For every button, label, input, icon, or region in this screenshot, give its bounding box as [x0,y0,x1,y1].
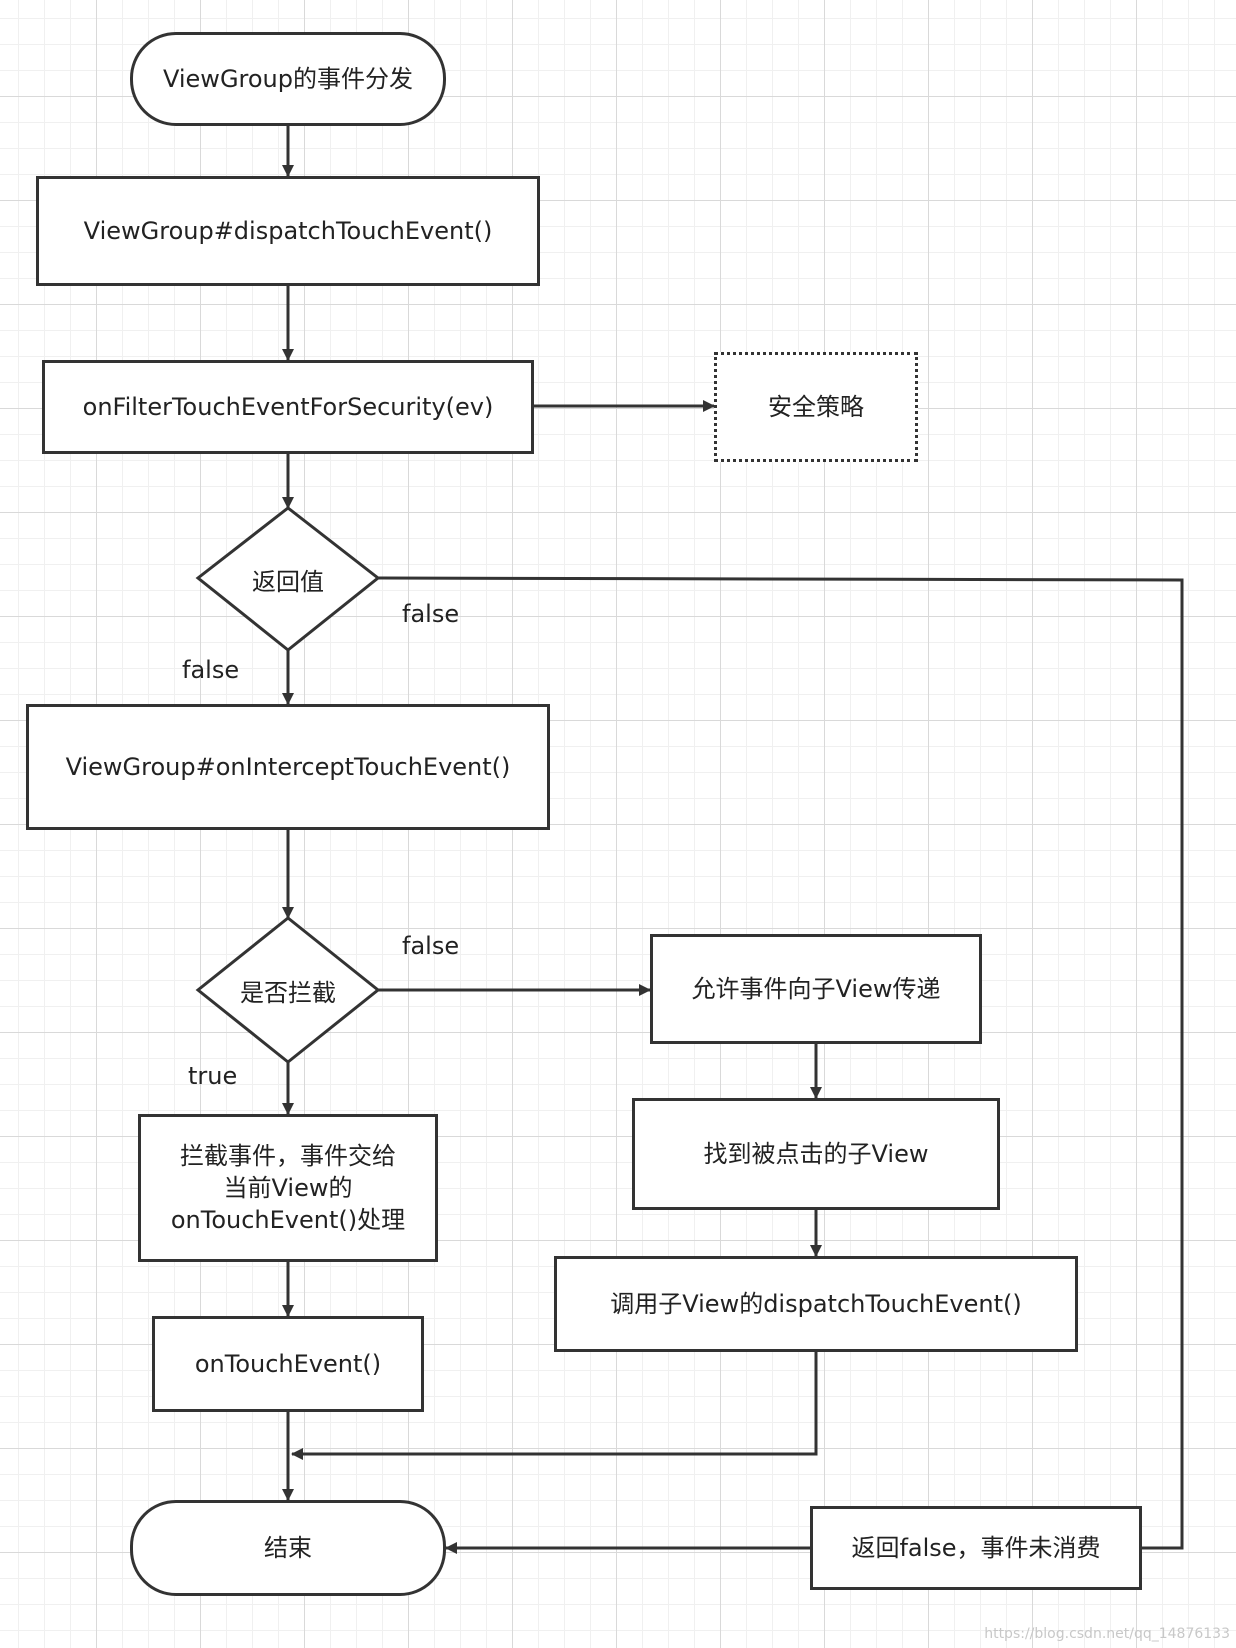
start-label: ViewGroup的事件分发 [162,65,414,93]
security-label: 安全策略 [768,393,864,421]
intercept-true-label: true [188,1062,238,1090]
start-node: ViewGroup的事件分发 [130,32,446,126]
call-child-label: 调用子View的dispatchTouchEvent() [610,1290,1022,1318]
intercept-label: ViewGroup#onInterceptTouchEvent() [65,753,511,781]
intercept-handle-line-3: onTouchEvent()处理 [170,1206,406,1234]
intercept-handle-line-2: 当前View的 [223,1174,353,1202]
not-consumed-node: 返回false，事件未消费 [810,1506,1142,1590]
dispatch-touch-event-node: ViewGroup#dispatchTouchEvent() [36,176,540,286]
not-consumed-label: 返回false，事件未消费 [851,1534,1101,1562]
filter-touch-event-node: onFilterTouchEventForSecurity(ev) [42,360,534,454]
security-policy-node: 安全策略 [714,352,918,462]
intercept-false-label: false [402,932,460,960]
find-child-label: 找到被点击的子View [703,1140,929,1168]
on-touch-label: onTouchEvent() [194,1350,382,1378]
intercept-touch-event-node: ViewGroup#onInterceptTouchEvent() [26,704,550,830]
on-touch-event-node: onTouchEvent() [152,1316,424,1412]
find-child-node: 找到被点击的子View [632,1098,1000,1210]
allow-label: 允许事件向子View传递 [691,975,941,1003]
is-intercept-diamond [195,916,381,1064]
edge-return-right-not-consumed [377,576,1184,1550]
intercept-handle-line-1: 拦截事件，事件交给 [180,1142,396,1170]
filter-label: onFilterTouchEventForSecurity(ev) [82,393,494,421]
end-node: 结束 [130,1500,446,1596]
is-intercept-label: 是否拦截 [240,978,336,1007]
allow-child-node: 允许事件向子View传递 [650,934,982,1044]
return-false-down-label: false [182,656,240,684]
end-label: 结束 [264,1534,312,1562]
edge-call-merge [291,1352,818,1460]
call-child-dispatch-node: 调用子View的dispatchTouchEvent() [554,1256,1078,1352]
return-false-right-label: false [402,600,460,628]
return-value-label: 返回值 [252,567,324,596]
dispatch-label: ViewGroup#dispatchTouchEvent() [83,217,493,245]
intercept-handle-node: 拦截事件，事件交给 当前View的 onTouchEvent()处理 [138,1114,438,1262]
watermark-text: https://blog.csdn.net/qq_14876133 [984,1626,1230,1642]
return-value-diamond [195,506,381,652]
